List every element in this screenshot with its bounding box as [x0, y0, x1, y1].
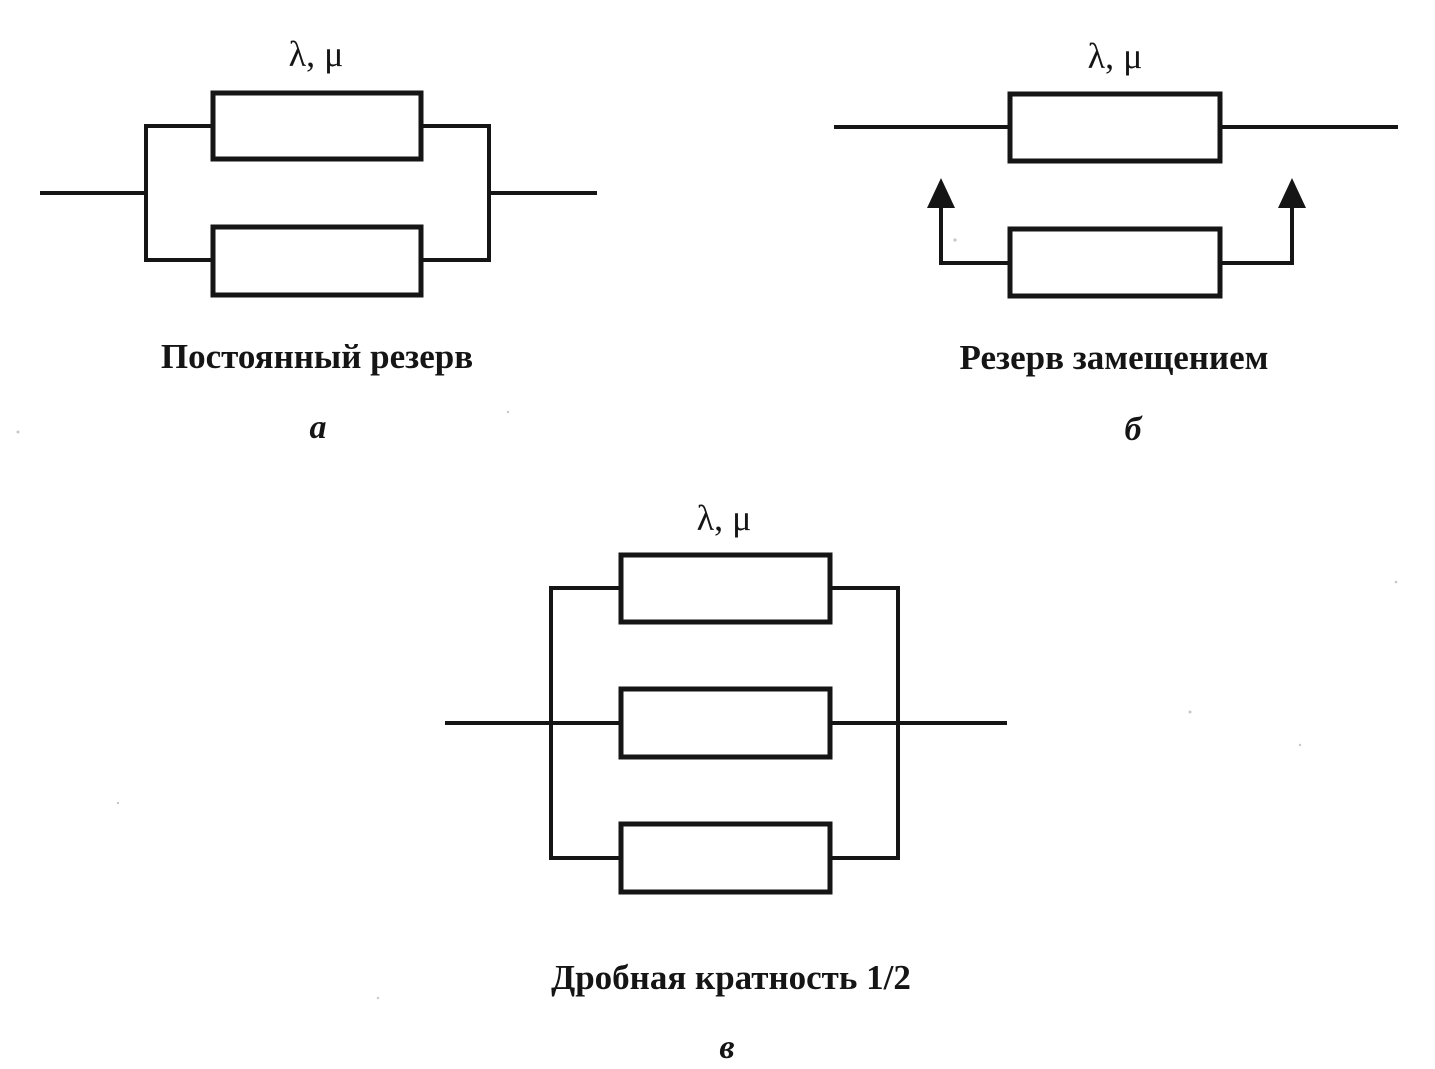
- diagram-b-letter: б: [1125, 411, 1144, 448]
- diagram-b-element-reserve: [1007, 226, 1223, 299]
- diagram-a-caption: Постоянный резерв: [161, 337, 473, 376]
- diagram-a-constant-redundancy: λ, μ Постоянный резерв а: [40, 34, 597, 446]
- diagram-a-param-label: λ, μ: [289, 34, 344, 74]
- diagram-c-right-bus: [828, 586, 900, 860]
- diagram-c-caption: Дробная кратность 1/2: [551, 958, 911, 997]
- diagram-b-element-main: [1007, 91, 1223, 164]
- diagram-c-element-2: [618, 686, 833, 760]
- diagram-c-left-bus: [549, 586, 623, 860]
- diagram-c-element-1: [618, 552, 833, 625]
- diagram-a-right-bus: [419, 124, 491, 262]
- diagram-c-fractional-redundancy: λ, μ Дробная кратность 1/2 в: [445, 498, 1007, 1066]
- diagram-c-letter: в: [719, 1029, 734, 1066]
- diagram-c-param-label: λ, μ: [697, 498, 752, 538]
- diagram-c-element-3: [618, 821, 833, 895]
- diagram-b-right-arrowhead: [1278, 178, 1306, 208]
- diagram-a-left-bus: [144, 124, 215, 262]
- diagram-b-right-switch-wire: [1218, 204, 1294, 265]
- diagram-b-caption: Резерв замещением: [960, 338, 1269, 377]
- scan-noise: [16, 238, 1398, 1000]
- diagram-b-left-arrowhead: [927, 178, 955, 208]
- diagram-b-standby-redundancy: λ, μ Резерв замещением б: [834, 36, 1398, 448]
- diagram-a-element-reserve: [210, 224, 424, 298]
- diagram-b-param-label: λ, μ: [1088, 36, 1143, 76]
- diagram-b-left-switch-wire: [939, 204, 1012, 265]
- diagram-a-letter: а: [310, 409, 327, 446]
- diagram-a-element-main: [210, 90, 424, 162]
